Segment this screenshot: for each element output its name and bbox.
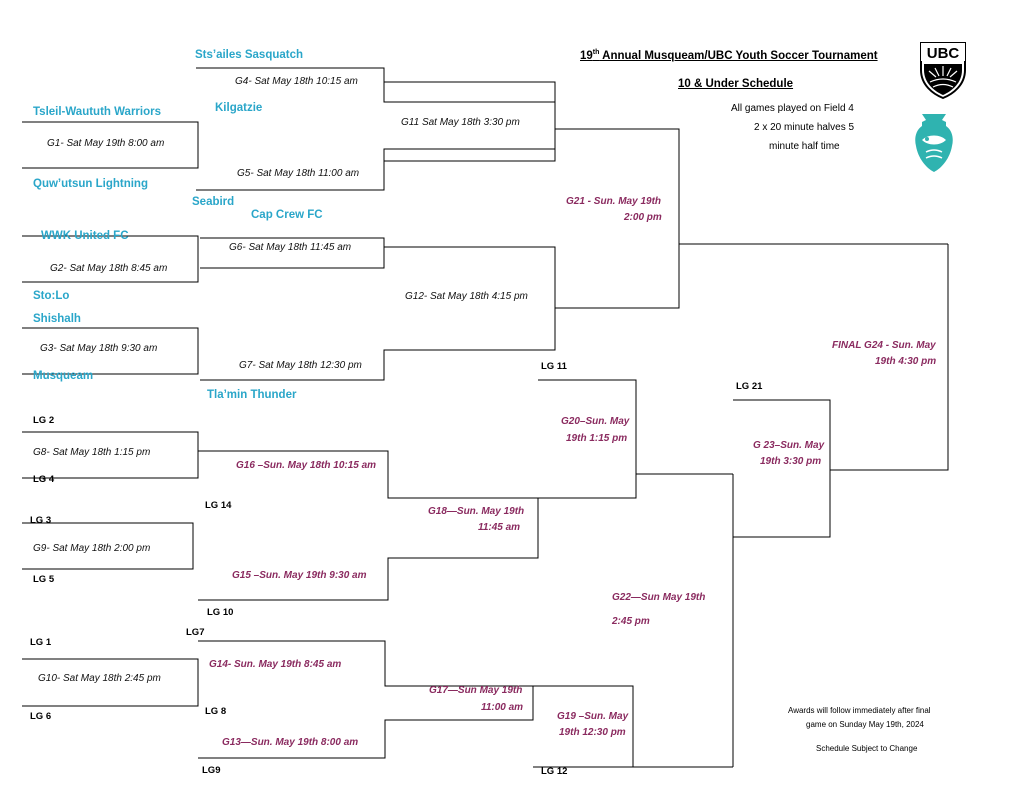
team-tsleil-waututh-warriors: Tsleil-Waututh Warriors bbox=[33, 106, 161, 118]
game-g1: G1- Sat May 19th 8:00 am bbox=[47, 138, 165, 149]
game-g4: G4- Sat May 18th 10:15 am bbox=[235, 76, 358, 87]
tournament-title: 19th Annual Musqueam/UBC Youth Soccer To… bbox=[580, 49, 878, 62]
game-g22-line1: G22—Sun May 19th bbox=[612, 592, 706, 603]
game-g21-line1: G21 - Sun. May 19th bbox=[566, 196, 662, 207]
game-g17-line1: G17—Sun May 19th bbox=[429, 685, 523, 696]
awards-note-line1: Awards will follow immediately after fin… bbox=[788, 706, 931, 715]
game-g14: G14- Sun. May 19th 8:45 am bbox=[209, 659, 342, 670]
team-kilgatzie: Kilgatzie bbox=[215, 102, 263, 114]
team-wwk-united-fc: WWK United FC bbox=[41, 230, 129, 242]
label-lg9: LG9 bbox=[202, 765, 221, 776]
game-g9: G9- Sat May 18th 2:00 pm bbox=[33, 543, 151, 554]
game-g19-line1: G19 –Sun. May bbox=[557, 711, 629, 722]
game-g19-line2: 19th 12:30 pm bbox=[559, 727, 626, 738]
ubc-logo: UBC bbox=[918, 40, 968, 105]
game-g8: G8- Sat May 18th 1:15 pm bbox=[33, 447, 151, 458]
team-shishalh: Shishalh bbox=[33, 313, 81, 325]
label-lg10: LG 10 bbox=[207, 607, 234, 618]
team-sto-lo: Sto:Lo bbox=[33, 290, 70, 302]
label-lg14: LG 14 bbox=[205, 500, 232, 511]
game-g23-line1: G 23–Sun. May bbox=[753, 440, 825, 451]
game-g17-line2: 11:00 am bbox=[481, 702, 524, 713]
team-musqueam: Musqueam bbox=[33, 370, 94, 382]
game-g7: G7- Sat May 18th 12:30 pm bbox=[239, 360, 362, 371]
game-g5: G5- Sat May 18th 11:00 am bbox=[237, 168, 360, 179]
game-g23-line2: 19th 3:30 pm bbox=[760, 456, 822, 467]
game-g18-line1: G18—Sun. May 19th bbox=[428, 506, 525, 517]
game-g21-line2: 2:00 pm bbox=[624, 212, 662, 223]
label-lg1: LG 1 bbox=[30, 637, 52, 648]
schedule-subtitle: 10 & Under Schedule bbox=[678, 78, 794, 90]
game-g18-line2: 11:45 am bbox=[478, 522, 521, 533]
team-sts-ailes-sasquatch: Sts’ailes Sasquatch bbox=[195, 49, 304, 61]
label-lg4: LG 4 bbox=[33, 474, 55, 485]
game-g6: G6- Sat May 18th 11:45 am bbox=[229, 242, 352, 253]
game-g15: G15 –Sun. May 19th 9:30 am bbox=[232, 570, 367, 581]
halves-note: 2 x 20 minute halves 5 bbox=[754, 122, 855, 133]
label-lg7: LG7 bbox=[186, 627, 205, 638]
team-cap-crew-fc: Cap Crew FC bbox=[251, 209, 323, 221]
label-lg12: LG 12 bbox=[541, 766, 568, 777]
game-g16: G16 –Sun. May 18th 10:15 am bbox=[236, 460, 377, 471]
field-note: All games played on Field 4 bbox=[731, 103, 854, 114]
label-lg21: LG 21 bbox=[736, 381, 763, 392]
label-lg3: LG 3 bbox=[30, 515, 52, 526]
halftime-note: minute half time bbox=[769, 141, 840, 152]
game-g11: G11 Sat May 18th 3:30 pm bbox=[401, 117, 520, 128]
musqueam-logo bbox=[912, 112, 956, 179]
game-final-g24-line2: 19th 4:30 pm bbox=[875, 356, 937, 367]
game-g3: G3- Sat May 18th 9:30 am bbox=[40, 343, 158, 354]
team-tlamin-thunder: Tla’min Thunder bbox=[207, 389, 297, 401]
label-lg8: LG 8 bbox=[205, 706, 227, 717]
awards-note-line2: game on Sunday May 19th, 2024 bbox=[806, 720, 924, 729]
label-lg6: LG 6 bbox=[30, 711, 52, 722]
game-g22-line2: 2:45 pm bbox=[612, 616, 650, 627]
label-lg5: LG 5 bbox=[33, 574, 55, 585]
game-g20-line2: 19th 1:15 pm bbox=[566, 433, 628, 444]
game-final-g24-line1: FINAL G24 - Sun. May bbox=[832, 340, 936, 351]
schedule-change-note: Schedule Subject to Change bbox=[816, 744, 918, 753]
game-g20-line1: G20–Sun. May bbox=[561, 416, 630, 427]
game-g10: G10- Sat May 18th 2:45 pm bbox=[38, 673, 161, 684]
svg-text:UBC: UBC bbox=[927, 45, 960, 62]
label-lg2: LG 2 bbox=[33, 415, 55, 426]
game-g2: G2- Sat May 18th 8:45 am bbox=[50, 263, 168, 274]
game-g12: G12- Sat May 18th 4:15 pm bbox=[405, 291, 528, 302]
game-g13: G13—Sun. May 19th 8:00 am bbox=[222, 737, 359, 748]
label-lg11: LG 11 bbox=[541, 361, 567, 372]
team-seabird: Seabird bbox=[192, 196, 235, 208]
team-quwutsun-lightning: Quw’utsun Lightning bbox=[33, 178, 148, 190]
